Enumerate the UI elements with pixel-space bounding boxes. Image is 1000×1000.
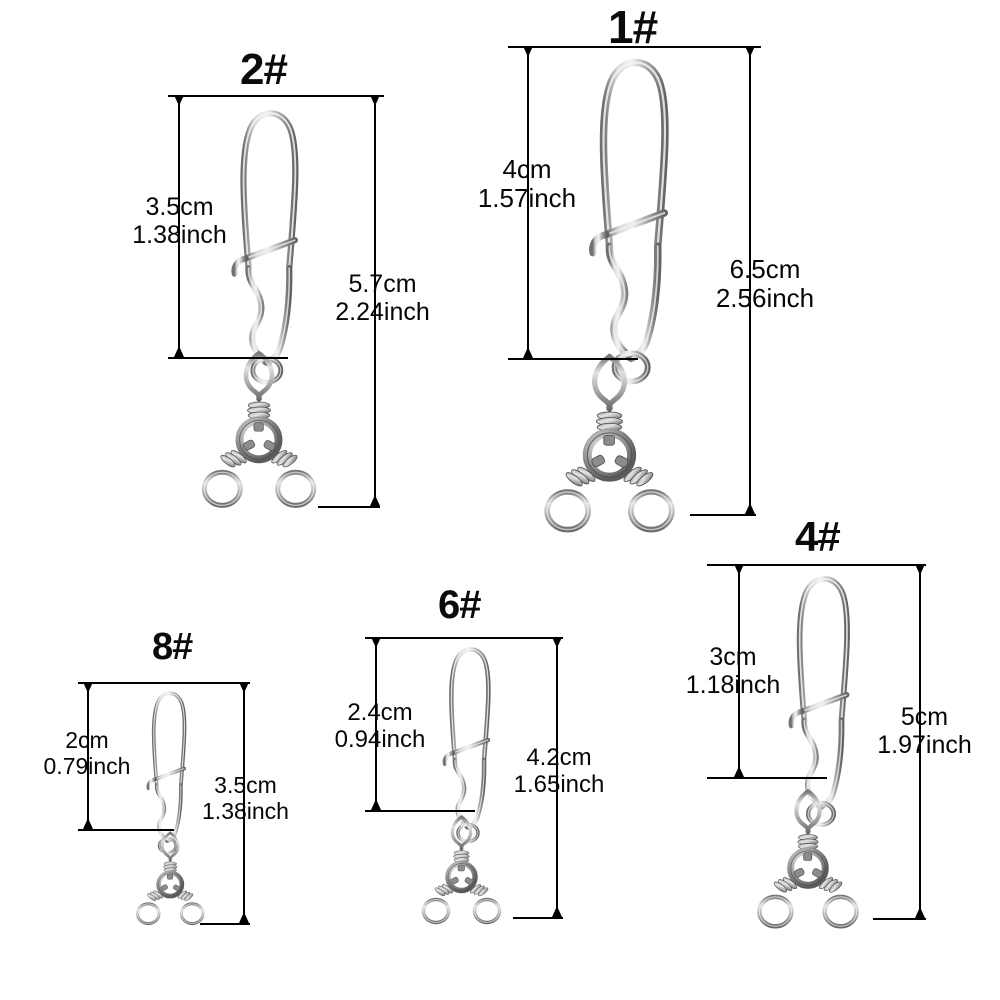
swivel-size-1 bbox=[547, 357, 672, 530]
dim-snap-cm-8: 2cm bbox=[65, 727, 109, 753]
dim-snap-line-2 bbox=[178, 95, 180, 357]
dim-total-arrow-top-8 bbox=[239, 682, 249, 693]
dim-total-arrow-top-2 bbox=[370, 95, 380, 106]
dim-snap-cm-1: 4cm bbox=[502, 154, 552, 184]
dim-snap-bottom-rule-1 bbox=[508, 358, 638, 360]
dim-snap-inch-4: 1.18inch bbox=[685, 671, 781, 699]
dim-snap-line-1 bbox=[527, 46, 529, 358]
dim-snap-arrow-bottom-4 bbox=[734, 766, 744, 777]
dim-total-line-6 bbox=[556, 637, 558, 917]
size-label-2: 2# bbox=[240, 45, 288, 94]
dim-total-line-1 bbox=[749, 46, 751, 514]
dim-snap-arrow-top-8 bbox=[83, 682, 93, 693]
dim-snap-text-2: 3.5cm 1.38inch bbox=[122, 193, 237, 249]
dim-total-text-8: 3.5cm 1.38inch bbox=[188, 772, 303, 825]
dim-snap-arrow-top-2 bbox=[174, 95, 184, 106]
dim-total-bottom-rule-6 bbox=[513, 917, 563, 919]
dim-snap-arrow-bottom-8 bbox=[83, 818, 93, 829]
swivel-size-8 bbox=[138, 833, 203, 924]
dim-total-text-2: 5.7cm 2.24inch bbox=[320, 270, 445, 326]
dim-snap-arrow-bottom-6 bbox=[371, 799, 381, 810]
dim-snap-line-8 bbox=[87, 682, 89, 829]
dim-snap-arrow-bottom-2 bbox=[174, 346, 184, 357]
size-label-6: 6# bbox=[438, 583, 481, 627]
size-label-8: 8# bbox=[152, 626, 193, 668]
dim-total-cm-4: 5cm bbox=[900, 703, 949, 731]
dim-total-arrow-top-1 bbox=[745, 46, 755, 57]
hardware-size-4 bbox=[791, 579, 847, 825]
dim-snap-arrow-top-4 bbox=[734, 564, 744, 575]
dim-snap-arrow-top-6 bbox=[371, 637, 381, 648]
dim-snap-line-6 bbox=[375, 637, 377, 809]
dim-snap-cm-4: 3cm bbox=[709, 643, 757, 671]
dim-top-rule-8 bbox=[78, 682, 250, 684]
dim-total-line-4 bbox=[919, 564, 921, 918]
dim-snap-inch-2: 1.38inch bbox=[132, 221, 227, 249]
dim-snap-inch-6: 0.94inch bbox=[334, 725, 426, 753]
hardware-size-1 bbox=[593, 63, 665, 382]
hardware-size-6 bbox=[445, 649, 489, 841]
dim-snap-text-8: 2cm 0.79inch bbox=[32, 727, 142, 780]
dim-total-cm-1: 6.5cm bbox=[729, 254, 801, 284]
swivel-size-2 bbox=[204, 353, 313, 505]
dim-snap-cm-2: 3.5cm bbox=[145, 193, 214, 221]
dim-total-cm-6: 4.2cm bbox=[526, 744, 592, 771]
dim-total-arrow-bottom-6 bbox=[552, 906, 562, 917]
dim-total-cm-8: 3.5cm bbox=[214, 772, 277, 798]
dim-total-arrow-bottom-4 bbox=[915, 907, 925, 918]
hardware-size-2 bbox=[234, 113, 295, 382]
swivel-size-6 bbox=[424, 817, 500, 923]
dim-top-rule-2 bbox=[168, 95, 384, 97]
dim-total-inch-1: 2.56inch bbox=[715, 283, 815, 314]
size-label-1: 1# bbox=[608, 1, 658, 53]
dim-snap-bottom-rule-6 bbox=[365, 810, 475, 812]
dim-total-arrow-bottom-1 bbox=[745, 503, 755, 514]
dim-total-line-2 bbox=[374, 95, 376, 506]
dim-snap-text-4: 3cm 1.18inch bbox=[672, 643, 794, 699]
dim-total-text-1: 6.5cm 2.56inch bbox=[700, 254, 830, 314]
size-label-4: 4# bbox=[795, 513, 841, 560]
dim-total-bottom-rule-4 bbox=[873, 918, 926, 920]
dim-total-line-8 bbox=[243, 682, 245, 923]
dim-total-text-6: 4.2cm 1.65inch bbox=[500, 744, 618, 799]
dim-total-bottom-rule-2 bbox=[318, 506, 380, 508]
dim-total-cm-2: 5.7cm bbox=[348, 270, 417, 298]
dim-total-arrow-bottom-8 bbox=[239, 912, 249, 923]
dim-snap-line-4 bbox=[738, 564, 740, 777]
dim-snap-inch-1: 1.57inch bbox=[477, 183, 577, 214]
dim-top-rule-4 bbox=[707, 564, 926, 566]
dim-total-text-4: 5cm 1.97inch bbox=[862, 703, 987, 759]
dim-total-arrow-top-6 bbox=[552, 637, 562, 648]
dim-snap-text-6: 2.4cm 0.94inch bbox=[325, 699, 435, 754]
dim-total-bottom-rule-8 bbox=[200, 923, 250, 925]
dim-snap-inch-8: 0.79inch bbox=[43, 752, 131, 779]
dim-snap-arrow-bottom-1 bbox=[523, 347, 533, 358]
dim-snap-bottom-rule-2 bbox=[168, 357, 288, 359]
dim-top-rule-1 bbox=[508, 46, 761, 48]
dim-total-inch-8: 1.38inch bbox=[202, 797, 289, 824]
dim-total-arrow-bottom-2 bbox=[370, 495, 380, 506]
dim-total-arrow-top-4 bbox=[915, 564, 925, 575]
dim-snap-bottom-rule-4 bbox=[707, 777, 827, 779]
dim-total-inch-4: 1.97inch bbox=[877, 731, 972, 759]
dim-snap-bottom-rule-8 bbox=[78, 829, 174, 831]
dim-total-inch-6: 1.65inch bbox=[513, 770, 605, 798]
dim-snap-cm-6: 2.4cm bbox=[347, 699, 413, 726]
dim-top-rule-6 bbox=[365, 637, 563, 639]
dim-snap-text-1: 4cm 1.57inch bbox=[462, 154, 592, 214]
dim-snap-arrow-top-1 bbox=[523, 46, 533, 57]
dim-total-inch-2: 2.24inch bbox=[335, 298, 430, 326]
dim-total-bottom-rule-1 bbox=[690, 514, 756, 516]
